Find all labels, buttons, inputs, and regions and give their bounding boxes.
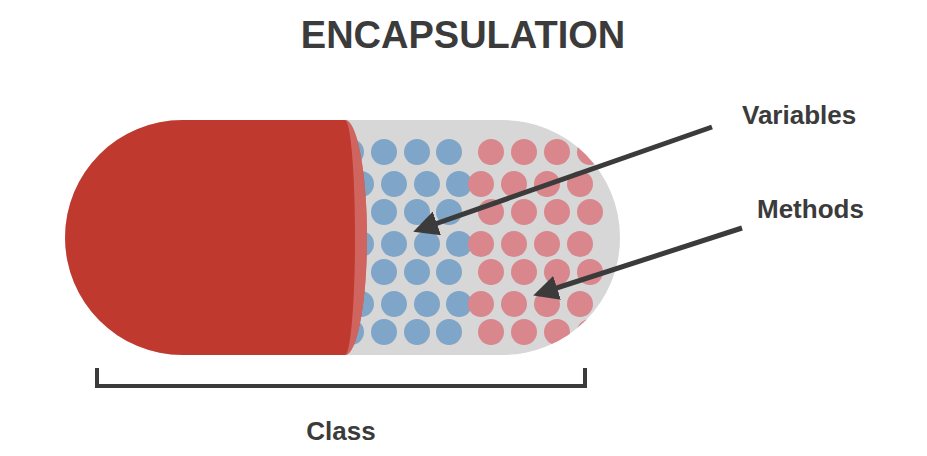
callout-label: Methods: [757, 194, 864, 225]
dot: [404, 139, 430, 165]
dot: [468, 291, 494, 317]
class-bracket: [97, 368, 585, 386]
capsule-red-half: [65, 120, 367, 355]
dot: [468, 231, 494, 257]
dot: [511, 259, 537, 285]
dot: [478, 259, 504, 285]
dot: [436, 139, 462, 165]
dot: [414, 171, 440, 197]
dot: [414, 291, 440, 317]
dot: [544, 199, 570, 225]
dot: [404, 319, 430, 345]
dot: [478, 139, 504, 165]
dot: [381, 231, 407, 257]
callout-label: Variables: [742, 100, 856, 131]
capsule-shell: [65, 120, 620, 355]
diagram-title: ENCAPSULATION: [301, 14, 625, 57]
dot: [511, 199, 537, 225]
dot: [404, 259, 430, 285]
dot: [371, 259, 397, 285]
dot: [544, 259, 570, 285]
dot: [468, 171, 494, 197]
dot: [577, 199, 603, 225]
dot: [544, 139, 570, 165]
dot: [511, 139, 537, 165]
dot: [381, 171, 407, 197]
dot: [577, 139, 603, 165]
dot: [501, 291, 527, 317]
dot: [567, 291, 593, 317]
leader-line: [418, 127, 712, 230]
dot: [381, 291, 407, 317]
capsule-rim: [345, 120, 367, 355]
dot: [534, 231, 560, 257]
dot: [577, 319, 603, 345]
dot: [501, 231, 527, 257]
dot: [436, 319, 462, 345]
dot: [544, 319, 570, 345]
dot: [371, 319, 397, 345]
dot: [567, 231, 593, 257]
dot: [404, 199, 430, 225]
dot: [478, 319, 504, 345]
dot: [371, 199, 397, 225]
capsule-dots: [338, 139, 603, 345]
dot: [371, 139, 397, 165]
bracket-label: Class: [306, 416, 375, 447]
leader-line: [538, 228, 742, 294]
dot: [436, 259, 462, 285]
dot: [511, 319, 537, 345]
dot: [534, 291, 560, 317]
dot: [414, 231, 440, 257]
